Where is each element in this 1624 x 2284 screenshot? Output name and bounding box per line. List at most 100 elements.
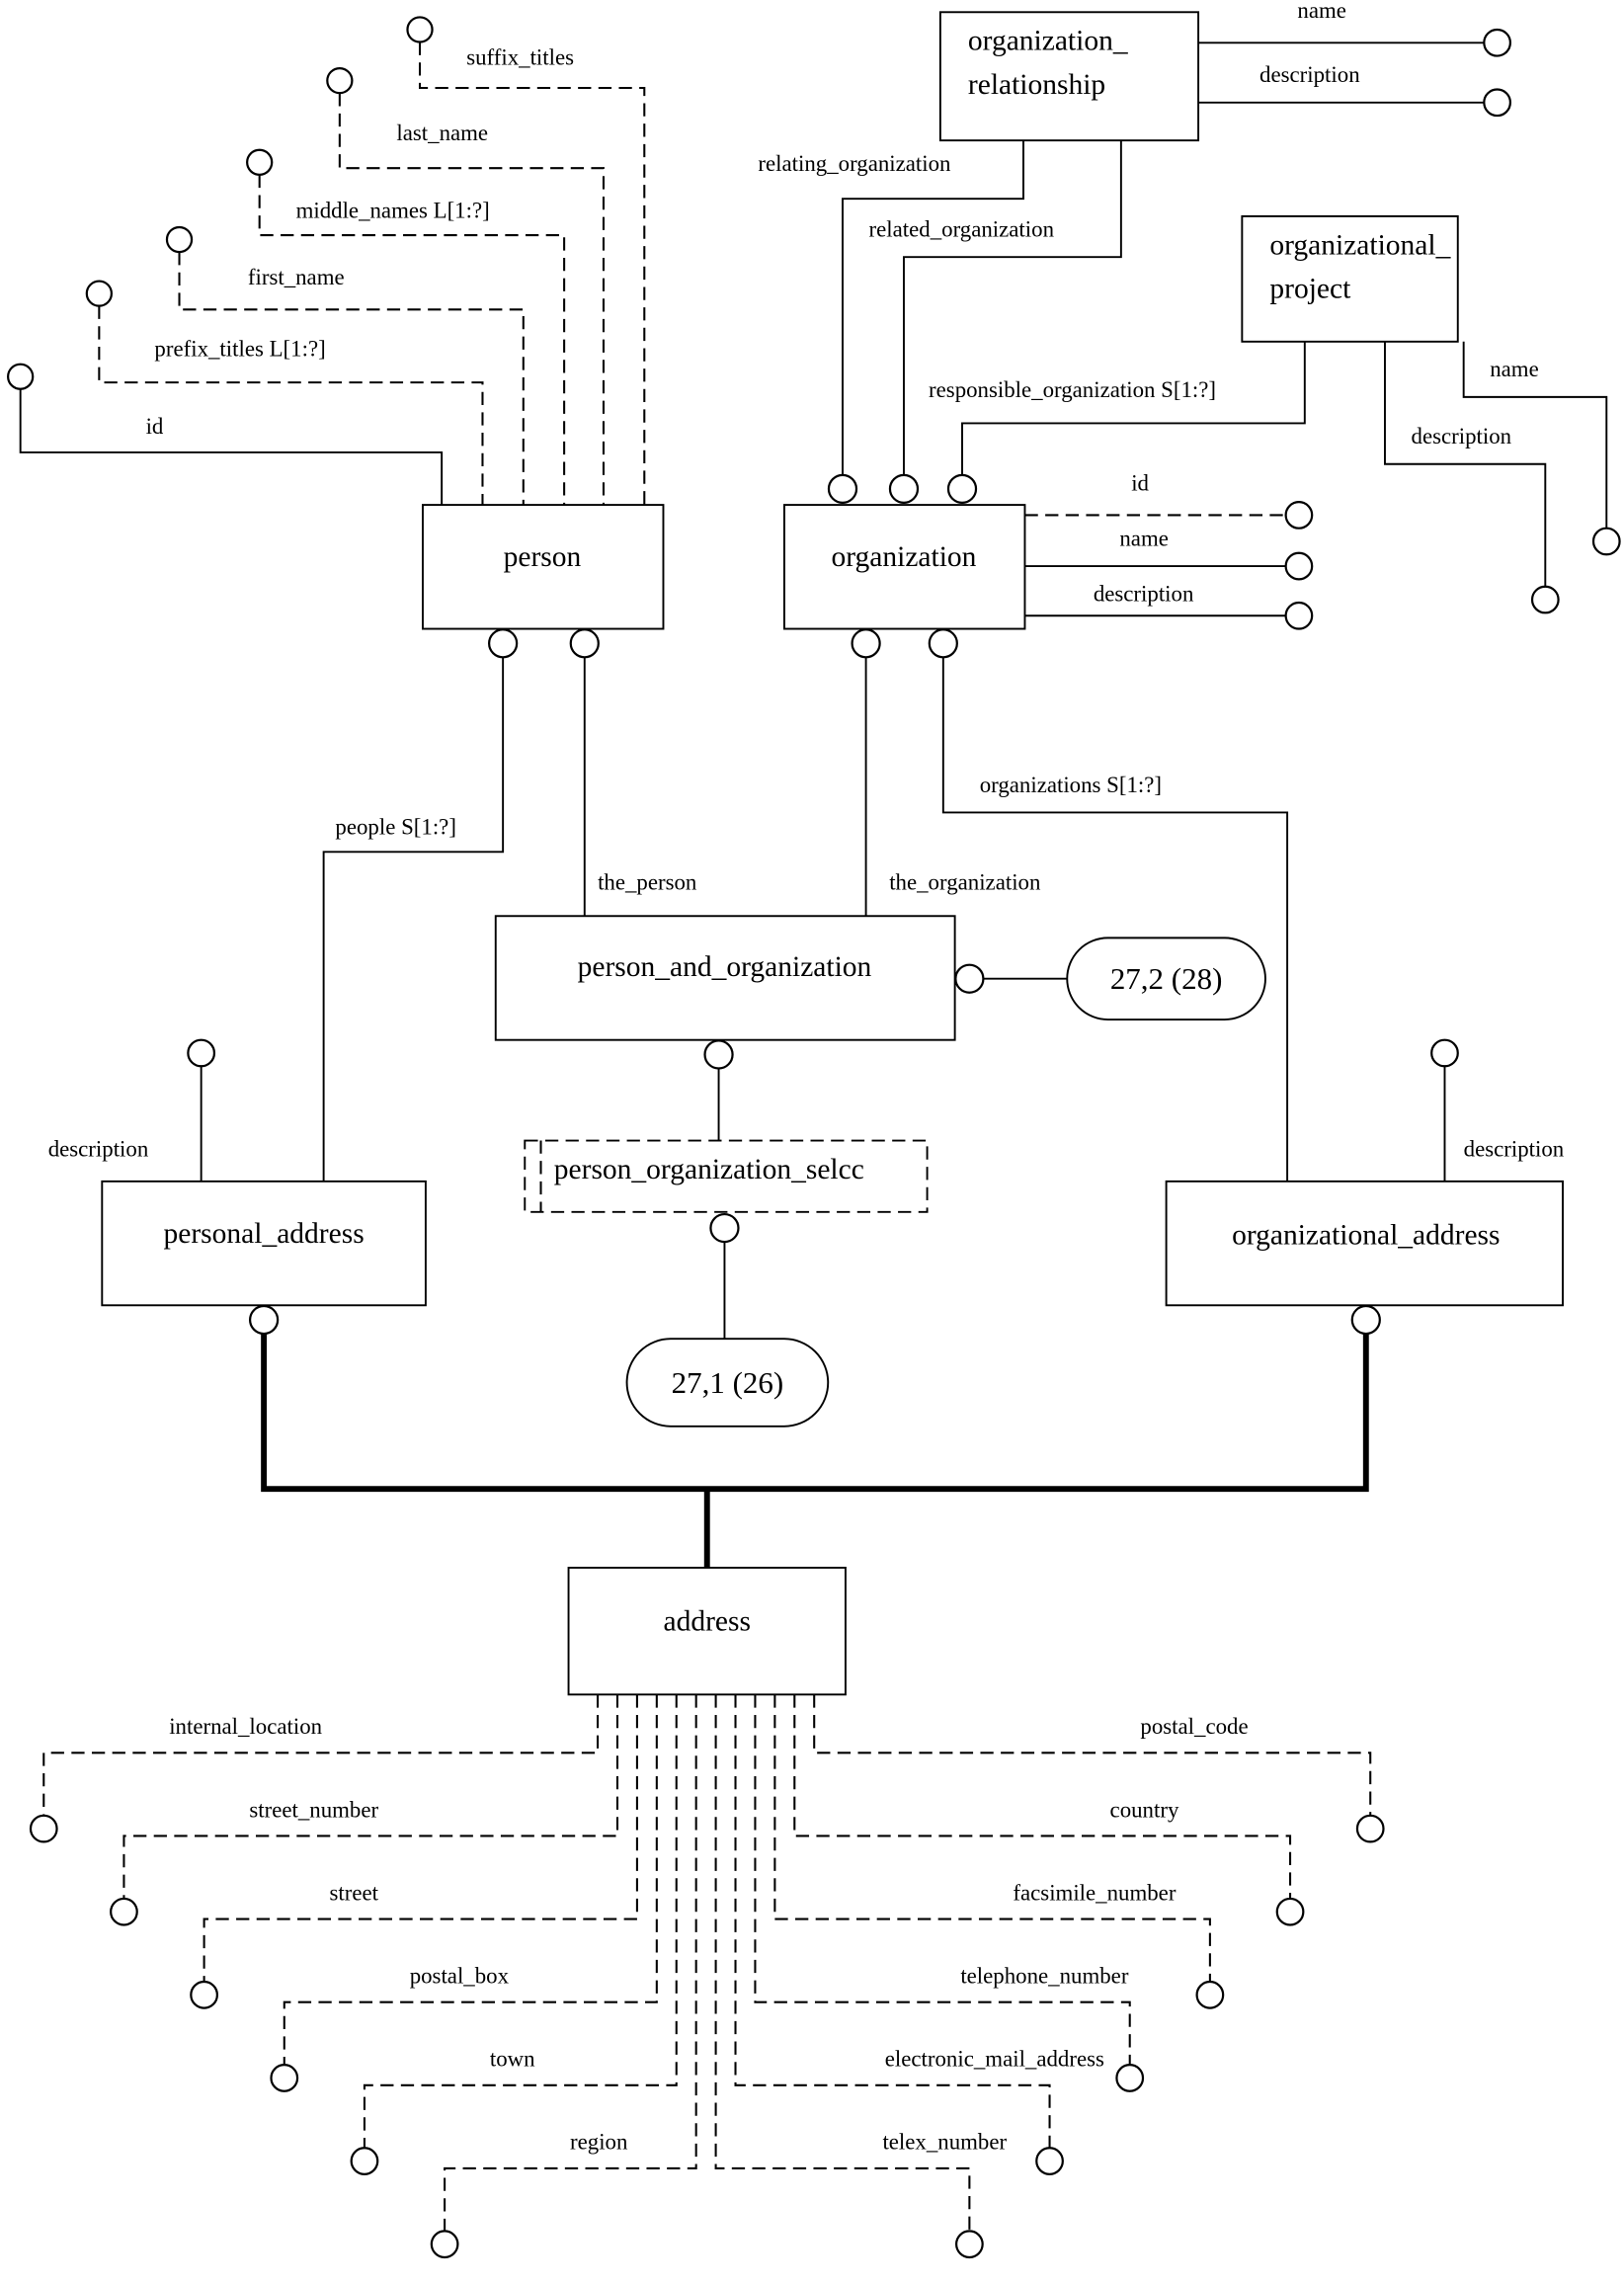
- id-attribute-circle: [7, 363, 35, 390]
- address-attr-line-street: [203, 1694, 638, 1983]
- address-attr-line-street-number: [122, 1694, 619, 1899]
- suffix-titles-label: suffix_titles: [466, 44, 574, 69]
- page-reference-27-2-shape[interactable]: [1066, 937, 1266, 1020]
- entity-organization[interactable]: organization: [783, 504, 1026, 630]
- person-label: person: [504, 541, 582, 573]
- address-attr-label-street: street: [330, 1880, 379, 1905]
- people-relation-label: people S[1:?]: [335, 815, 456, 840]
- entity-organizational-address[interactable]: organizational_address: [1165, 1180, 1564, 1307]
- org-rel-name-label: name: [1297, 0, 1346, 23]
- org-name-label: name: [1119, 526, 1169, 550]
- address-attr-circle-country: [1275, 1897, 1305, 1926]
- address-attr-circle-street-number: [110, 1897, 138, 1926]
- org-id-circle: [1284, 501, 1314, 530]
- organization-relationship-label-line1: organization_: [968, 26, 1128, 57]
- person-and-organization-box[interactable]: [494, 915, 956, 1041]
- person-organization-select-label: person_organization_selcc: [554, 1154, 864, 1185]
- page-reference-27-2-label: 27,2 (28): [1110, 961, 1223, 996]
- address-label: address: [664, 1605, 751, 1637]
- responsible-organization-line: [961, 341, 1306, 476]
- org-name-circle: [1284, 551, 1314, 581]
- org-project-description-label: description: [1412, 424, 1512, 449]
- address-attr-line-facsimile-number: [773, 1694, 1211, 1983]
- org-project-description-circle: [1530, 585, 1560, 614]
- personal-address-label: personal_address: [164, 1218, 365, 1250]
- organization-inverse-circle-related: [888, 473, 920, 504]
- first-name-line: [178, 252, 525, 506]
- prefix-titles-label: prefix_titles L[1:?]: [154, 337, 325, 362]
- supertype-tree-line: [261, 1334, 1369, 1493]
- related-organization-label: related_organization: [869, 217, 1055, 242]
- last-name-line: [338, 93, 605, 506]
- entity-organizational-project[interactable]: organizational_ project: [1241, 214, 1459, 343]
- address-attr-label-electronic-mail-address: electronic_mail_address: [885, 2047, 1104, 2072]
- address-attr-label-telex-number: telex_number: [882, 2130, 1007, 2155]
- the-organization-relation-label: the_organization: [889, 870, 1041, 895]
- organization-label: organization: [832, 541, 977, 573]
- organizational-project-box[interactable]: [1241, 214, 1459, 343]
- responsible-organization-label: responsible_organization S[1:?]: [929, 377, 1216, 402]
- address-attr-label-street-number: street_number: [249, 1797, 378, 1822]
- org-id-label: id: [1131, 470, 1149, 495]
- org-description-label: description: [1094, 581, 1194, 606]
- address-attributes: internal_locationstreet_numberstreetpost…: [29, 1694, 1385, 2259]
- org-rel-description-label: description: [1259, 62, 1360, 87]
- page-reference-27-2[interactable]: 27,2 (28): [1066, 937, 1266, 1020]
- organization-box[interactable]: [783, 504, 1026, 630]
- org-project-name-circle: [1591, 527, 1621, 556]
- middle-names-line: [258, 174, 566, 506]
- select-ref-circle: [709, 1212, 740, 1244]
- relating-organization-line: [842, 140, 1024, 476]
- page-reference-27-1-label: 27,1 (26): [672, 1365, 784, 1400]
- person-organization-select-box[interactable]: [524, 1139, 929, 1213]
- address-attr-label-postal-box: postal_box: [410, 1964, 510, 1989]
- suffix-titles-line: [418, 41, 646, 506]
- middle-names-attribute-circle: [246, 148, 274, 176]
- last-name-attribute-circle: [326, 66, 354, 95]
- person-attributes: suffix_titles last_name middle_names L[1…: [7, 16, 646, 506]
- person-and-organization-label: person_and_organization: [578, 951, 872, 983]
- entity-personal-address[interactable]: personal_address: [101, 1180, 427, 1307]
- address-attr-label-facsimile-number: facsimile_number: [1013, 1880, 1176, 1905]
- address-attr-line-country: [793, 1694, 1292, 1899]
- person-relation-circle-the-person: [569, 628, 600, 659]
- relating-organization-label: relating_organization: [758, 151, 951, 176]
- type-person-organization-select[interactable]: person_organization_selcc: [524, 1139, 929, 1213]
- suffix-titles-attribute-circle: [406, 16, 434, 43]
- organization-relation-circle-organizations: [928, 628, 958, 659]
- organizational-address-subtype-circle: [1350, 1304, 1381, 1336]
- organizational-project-label-line1: organizational_: [1269, 229, 1450, 261]
- organizations-relation-line: [941, 658, 1289, 1182]
- address-attr-line-telex-number: [714, 1694, 971, 2232]
- person-and-organization-select-circle: [703, 1039, 734, 1070]
- address-attr-label-postal-code: postal_code: [1140, 1714, 1248, 1739]
- address-attr-circle-postal-box: [270, 2064, 299, 2092]
- address-box[interactable]: [567, 1566, 847, 1696]
- org-rel-description-circle: [1483, 88, 1511, 118]
- address-attr-line-postal-code: [813, 1694, 1372, 1816]
- page-reference-27-1-shape[interactable]: [625, 1338, 830, 1428]
- organization-relationship-box[interactable]: [938, 11, 1200, 142]
- address-attr-line-internal-location: [42, 1694, 600, 1816]
- personal-address-description-label: description: [48, 1137, 149, 1162]
- address-attr-label-country: country: [1110, 1797, 1179, 1822]
- entity-address[interactable]: address: [567, 1566, 847, 1696]
- address-attr-circle-street: [190, 1980, 218, 2009]
- organizational-address-label: organizational_address: [1232, 1219, 1500, 1251]
- entity-person[interactable]: person: [422, 504, 665, 630]
- id-line: [19, 388, 444, 506]
- personal-address-description-circle: [187, 1038, 216, 1068]
- address-attr-label-telephone-number: telephone_number: [960, 1964, 1129, 1989]
- page-reference-27-1[interactable]: 27,1 (26): [625, 1338, 830, 1428]
- prefix-titles-attribute-circle: [85, 280, 114, 307]
- person-box[interactable]: [422, 504, 665, 630]
- address-attr-line-telephone-number: [754, 1694, 1131, 2066]
- address-attr-circle-facsimile-number: [1195, 1980, 1225, 2009]
- address-attr-circle-telephone-number: [1115, 2064, 1145, 2092]
- organizations-relation-label: organizations S[1:?]: [980, 773, 1162, 797]
- entity-person-and-organization[interactable]: person_and_organization: [494, 915, 956, 1041]
- organizational-address-box[interactable]: [1165, 1180, 1564, 1307]
- entity-organization-relationship[interactable]: organization_ relationship: [938, 11, 1200, 142]
- address-attr-line-postal-box: [283, 1694, 658, 2066]
